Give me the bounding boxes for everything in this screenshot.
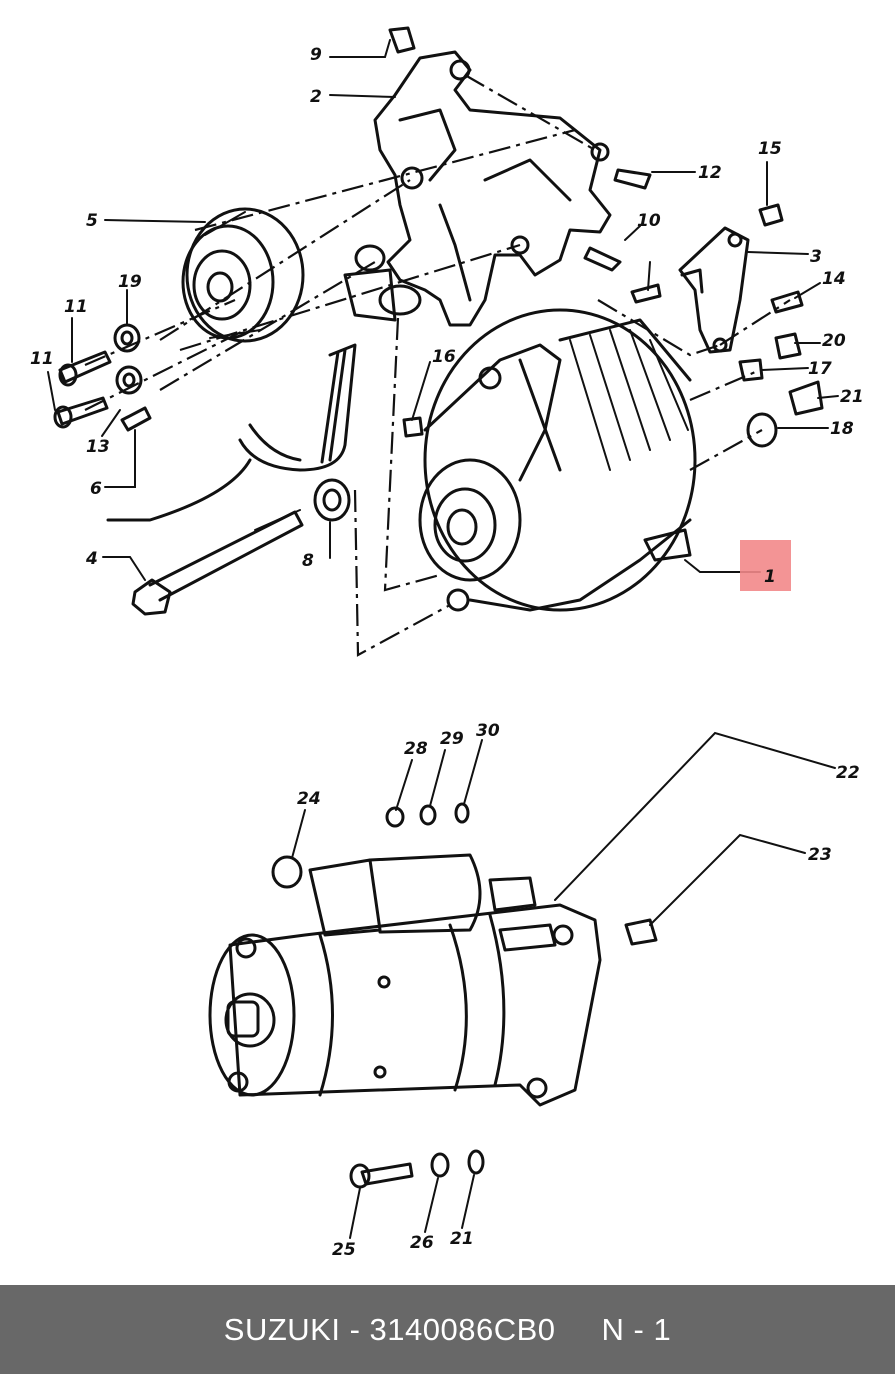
callout-11a[interactable]: 11 (64, 297, 88, 317)
part-info-footer: SUZUKI - 3140086CB0 N - 1 (0, 1285, 895, 1374)
callout-14[interactable]: 14 (822, 269, 846, 289)
callout-26[interactable]: 26 (410, 1233, 434, 1253)
callout-28[interactable]: 28 (404, 739, 428, 759)
callout-8[interactable]: 8 (302, 551, 314, 571)
callout-16[interactable]: 16 (432, 347, 456, 367)
assembly-lines (84, 74, 791, 657)
starter-motor (208, 853, 602, 1107)
callout-15[interactable]: 15 (758, 139, 782, 159)
drive-belt (106, 343, 357, 522)
bolt-9 (388, 26, 416, 54)
callout-13[interactable]: 13 (86, 437, 110, 457)
callout-12[interactable]: 12 (698, 163, 722, 183)
callout-9[interactable]: 9 (310, 45, 322, 65)
callout-5[interactable]: 5 (86, 211, 98, 231)
callout-22[interactable]: 22 (836, 763, 860, 783)
alternator-assembly (53, 26, 824, 657)
callout-18[interactable]: 18 (830, 419, 854, 439)
callout-25[interactable]: 25 (332, 1240, 356, 1260)
washer-8 (313, 478, 351, 522)
callout-4[interactable]: 4 (85, 549, 98, 569)
adjusting-bracket (678, 226, 750, 354)
diagram-position-label: N - 1 (601, 1311, 672, 1347)
starter-fasteners (271, 802, 658, 1189)
callout-6[interactable]: 6 (90, 479, 102, 499)
callout-17[interactable]: 17 (808, 359, 832, 379)
callout-21a[interactable]: 21 (840, 387, 864, 407)
alternator (418, 308, 697, 612)
mounting-bracket (343, 50, 612, 327)
callout-labels: 1 2 3 4 5 6 8 9 10 11 11 12 13 14 15 16 … (30, 45, 864, 1260)
callout-30[interactable]: 30 (476, 721, 500, 741)
starter-assembly (208, 802, 658, 1189)
callout-10[interactable]: 10 (637, 211, 661, 231)
leader-lines (47, 39, 839, 1239)
fasteners-left (53, 323, 152, 432)
highlight-box (740, 540, 791, 591)
callout-2[interactable]: 2 (310, 87, 322, 107)
callout-29[interactable]: 29 (440, 729, 464, 749)
parts-exploded-diagram: 1 2 3 4 5 6 8 9 10 11 11 12 13 14 15 16 … (30, 26, 864, 1260)
callout-11b[interactable]: 11 (30, 349, 54, 369)
pulley (181, 207, 305, 343)
callout-24[interactable]: 24 (297, 789, 321, 809)
callout-21b[interactable]: 21 (450, 1229, 474, 1249)
callout-1[interactable]: 1 (764, 567, 776, 587)
long-bolt (131, 509, 304, 616)
callout-19[interactable]: 19 (118, 272, 142, 292)
callout-23[interactable]: 23 (808, 845, 832, 865)
callout-3[interactable]: 3 (810, 247, 822, 267)
fasteners-right (402, 168, 824, 448)
part-number-label: SUZUKI - 3140086CB0 (223, 1311, 556, 1347)
callout-20[interactable]: 20 (822, 331, 846, 351)
